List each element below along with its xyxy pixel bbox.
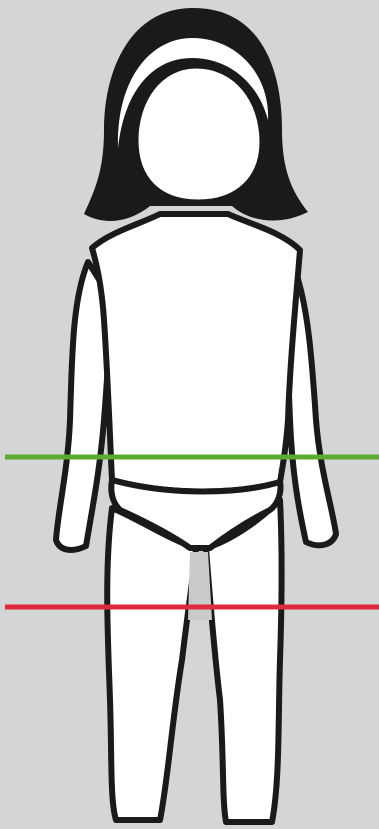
- torso: [92, 214, 300, 492]
- leg-gap: [188, 552, 212, 620]
- face: [136, 66, 262, 202]
